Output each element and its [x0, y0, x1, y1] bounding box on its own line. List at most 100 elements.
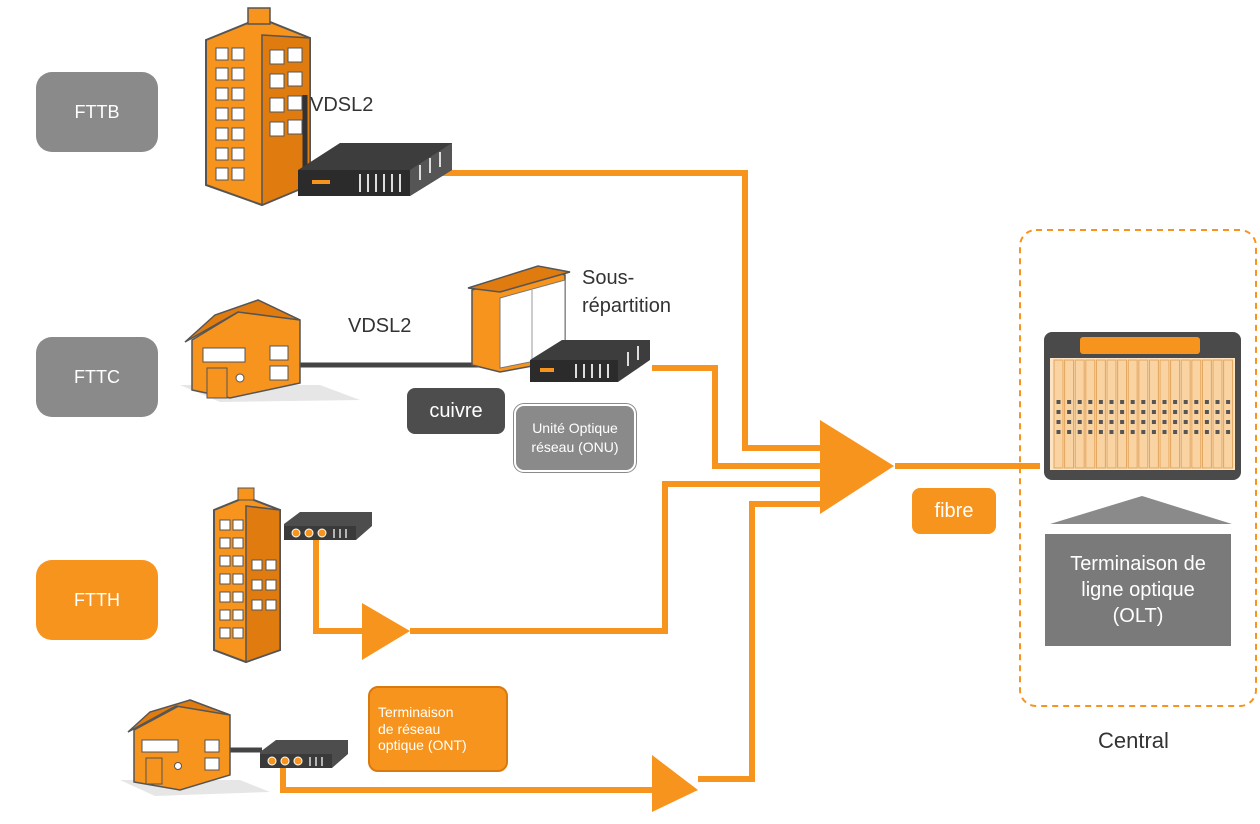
olt-pointer-triangle — [1050, 496, 1232, 524]
olt-port — [1088, 430, 1093, 434]
ftth-house — [120, 699, 270, 796]
olt-port — [1130, 410, 1135, 414]
olt-port — [1183, 420, 1188, 424]
olt-port — [1120, 430, 1125, 434]
olt-port — [1204, 430, 1209, 434]
ont-badge: Terminaison de réseau optique (ONT) — [368, 686, 508, 772]
olt-port — [1173, 400, 1178, 404]
ftth-building — [213, 487, 281, 664]
olt-port — [1162, 420, 1167, 424]
ftth-building-ont-device — [284, 512, 372, 540]
vdsl2-label-fttc: VDSL2 — [348, 315, 412, 337]
olt-port — [1056, 410, 1061, 414]
main-splitter-triangle — [820, 420, 894, 514]
olt-port — [1194, 400, 1199, 404]
fibre-line-fttb — [430, 170, 820, 451]
olt-port — [1162, 410, 1167, 414]
olt-port — [1226, 410, 1231, 414]
olt-port — [1204, 420, 1209, 424]
olt-port — [1098, 410, 1103, 414]
fibre-line-ftth-house — [698, 501, 820, 782]
olt-port — [1120, 410, 1125, 414]
fibre-line-ont-to-splitter — [280, 762, 655, 793]
olt-port — [1067, 410, 1072, 414]
olt-port — [1120, 420, 1125, 424]
olt-port — [1215, 420, 1220, 424]
vdsl2-label-fttb: VDSL2 — [310, 94, 374, 116]
fttc-label: FTTC — [36, 337, 158, 417]
olt-port — [1151, 400, 1156, 404]
olt-port — [1183, 410, 1188, 414]
olt-port — [1098, 400, 1103, 404]
olt-port — [1173, 430, 1178, 434]
olt-port — [1077, 420, 1082, 424]
olt-port — [1141, 430, 1146, 434]
fibre-lines — [280, 170, 1040, 793]
fibre-line-building-to-splitter — [313, 538, 362, 634]
onu-device — [530, 340, 650, 382]
olt-port — [1109, 420, 1114, 424]
fibre-badge: fibre — [912, 488, 996, 534]
olt-label-box: Terminaison de ligne optique (OLT) — [1045, 534, 1231, 646]
olt-port — [1077, 410, 1082, 414]
olt-port — [1194, 420, 1199, 424]
olt-port — [1130, 420, 1135, 424]
olt-port — [1098, 420, 1103, 424]
olt-port — [1130, 400, 1135, 404]
olt-port — [1141, 400, 1146, 404]
olt-port — [1056, 420, 1061, 424]
olt-port — [1151, 430, 1156, 434]
olt-port — [1056, 430, 1061, 434]
street-cabinet — [467, 265, 571, 373]
central-label: Central — [1098, 728, 1169, 753]
fttc-house — [180, 299, 360, 402]
olt-port — [1088, 400, 1093, 404]
olt-port — [1067, 400, 1072, 404]
olt-port — [1183, 430, 1188, 434]
olt-port — [1077, 430, 1082, 434]
olt-port — [1109, 410, 1114, 414]
olt-port — [1056, 400, 1061, 404]
cuivre-badge: cuivre — [407, 388, 505, 434]
olt-port — [1215, 400, 1220, 404]
ftth-house-ont-device — [260, 740, 348, 768]
olt-port — [1162, 430, 1167, 434]
ftth-building-splitter-triangle — [362, 603, 410, 660]
olt-port — [1098, 430, 1103, 434]
olt-port — [1109, 400, 1114, 404]
olt-port — [1226, 420, 1231, 424]
olt-port — [1130, 430, 1135, 434]
olt-port — [1088, 420, 1093, 424]
olt-port — [1067, 420, 1072, 424]
olt-port — [1109, 430, 1114, 434]
olt-device — [1044, 332, 1241, 480]
fttb-label: FTTB — [36, 72, 158, 152]
fibre-line-fttc — [652, 365, 820, 469]
olt-port — [1141, 420, 1146, 424]
ftth-house-splitter-triangle — [652, 755, 698, 812]
olt-port — [1173, 410, 1178, 414]
olt-port — [1151, 410, 1156, 414]
fibre-line-ftth-building — [410, 481, 820, 634]
olt-port — [1077, 400, 1082, 404]
olt-port — [1194, 430, 1199, 434]
ftth-label: FTTH — [36, 560, 158, 640]
olt-port — [1226, 400, 1231, 404]
fttb-dslam-device — [298, 143, 452, 196]
olt-port — [1151, 420, 1156, 424]
olt-port — [1162, 400, 1167, 404]
olt-port — [1088, 410, 1093, 414]
olt-port — [1120, 400, 1125, 404]
olt-port — [1194, 410, 1199, 414]
sous-repartition-label: Sous- répartition — [582, 267, 671, 317]
olt-port — [1226, 430, 1231, 434]
olt-port — [1141, 410, 1146, 414]
olt-port — [1215, 410, 1220, 414]
olt-port — [1204, 400, 1209, 404]
olt-port — [1215, 430, 1220, 434]
fttb-building — [205, 7, 311, 207]
central-office-boundary — [1019, 229, 1257, 707]
olt-port — [1183, 400, 1188, 404]
olt-port — [1173, 420, 1178, 424]
